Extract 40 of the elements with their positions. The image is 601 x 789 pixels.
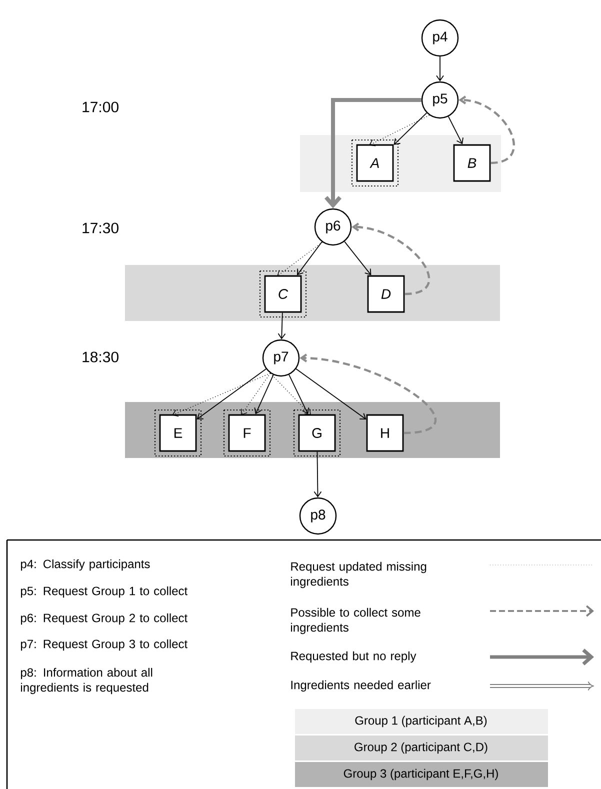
arrow (314, 451, 322, 498)
arrow (394, 112, 428, 145)
legend-entry: Ingredients needed earlier (291, 680, 594, 692)
arrow (172, 372, 271, 417)
arrow (324, 98, 422, 208)
time-label: 17:30 (82, 222, 118, 234)
participant-box: B (453, 144, 491, 182)
legend-entry: Possible to collect some ingredients (291, 605, 594, 634)
arrow (196, 368, 266, 420)
arrow (300, 354, 436, 434)
arrow (277, 242, 323, 276)
participant-box: H (366, 414, 404, 452)
arrow (296, 368, 366, 420)
arrow (352, 222, 430, 296)
arrow (458, 96, 515, 164)
arrow (296, 241, 322, 276)
participant-box: D (367, 275, 405, 313)
participant-box: G (293, 409, 341, 457)
arrow (241, 372, 271, 416)
participant-box: C (259, 270, 307, 318)
arrow (254, 374, 274, 414)
arrow (344, 241, 372, 276)
participant-box: E (154, 409, 202, 457)
legend-text: p7: Request Group 3 to collect (20, 639, 188, 651)
legend-text: p5: Request Group 1 to collect (20, 586, 188, 598)
time-label: 17:00 (82, 102, 118, 112)
participant-box: F (223, 409, 271, 457)
participant-box: A (351, 139, 399, 187)
legend-text: p4: Classify participants (20, 559, 150, 571)
legend-entry: Requested but no reply (291, 648, 594, 666)
arrow (288, 374, 310, 414)
arrow (270, 372, 311, 416)
legend-entry: Request updated missing ingredients (291, 562, 594, 588)
arrow (278, 312, 286, 340)
arrow (369, 114, 430, 146)
arrow (436, 56, 444, 82)
time-label: 18:30 (82, 352, 118, 362)
legend-text: p8: Information about all ingredients is requested (20, 668, 152, 694)
legend-text: p6: Request Group 2 to collect (20, 613, 188, 625)
arrow (448, 116, 464, 144)
